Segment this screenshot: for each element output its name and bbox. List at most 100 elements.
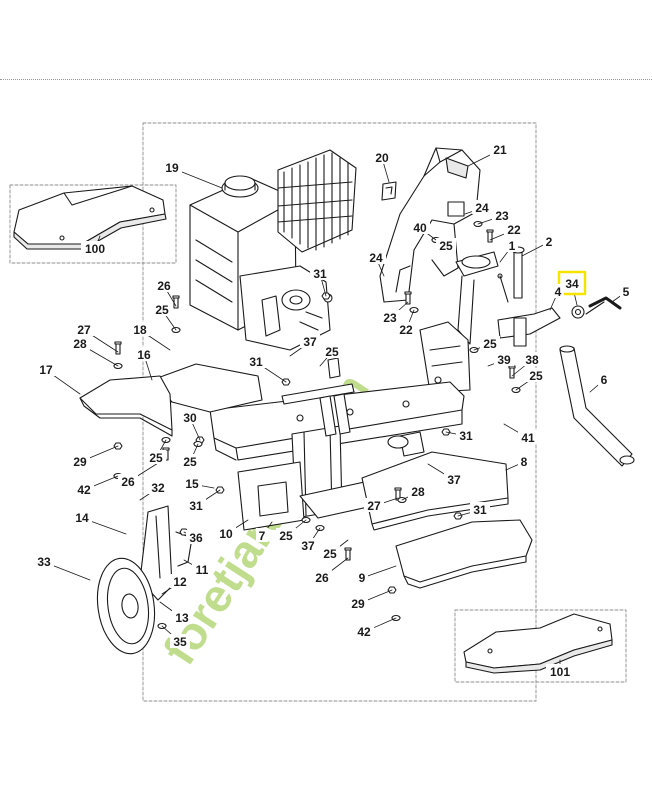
part-number-label-10: 10 — [219, 527, 233, 541]
label-backdrop — [492, 208, 512, 222]
engine-assembly — [189, 149, 357, 351]
part-number-label-31: 31 — [189, 499, 203, 513]
part-number-label-22: 22 — [507, 223, 521, 237]
part-number-label-31: 31 — [473, 503, 487, 517]
part-number-label-39: 39 — [497, 353, 511, 367]
label-backdrop — [312, 570, 332, 584]
part-number-label-25: 25 — [483, 337, 497, 351]
part-number-label-37: 37 — [301, 539, 315, 553]
label-backdrop — [74, 322, 94, 336]
part-number-label-21: 21 — [493, 143, 507, 157]
part-number-label-30: 30 — [183, 411, 197, 425]
label-backdrop — [506, 238, 518, 252]
label-backdrop — [444, 472, 464, 486]
label-backdrop — [170, 574, 190, 588]
label-backdrop — [526, 368, 546, 382]
part-number-label-18: 18 — [133, 323, 147, 337]
part-number-label-4: 4 — [555, 285, 562, 299]
label-backdrop — [216, 526, 236, 540]
part-number-label-25: 25 — [279, 529, 293, 543]
label-backdrop — [276, 528, 296, 542]
part-number-label-24: 24 — [369, 251, 383, 265]
label-backdrop — [146, 450, 166, 464]
part-number-label-20: 20 — [375, 151, 389, 165]
label-backdrop — [256, 528, 268, 542]
part-number-label-40: 40 — [413, 221, 427, 235]
label-backdrop — [81, 241, 109, 255]
label-backdrop — [472, 200, 492, 214]
part-number-label-37: 37 — [303, 335, 317, 349]
label-backdrop — [322, 344, 342, 358]
part-number-label-28: 28 — [411, 485, 425, 499]
part-8-guard — [361, 451, 509, 531]
label-backdrop — [620, 284, 632, 298]
label-backdrop — [380, 310, 400, 324]
label-backdrop — [170, 634, 190, 648]
part-number-label-42: 42 — [357, 625, 371, 639]
label-backdrop — [354, 624, 374, 638]
part-17-guard — [79, 375, 173, 437]
part-number-label-27: 27 — [367, 499, 381, 513]
inset-part-101 — [454, 609, 627, 683]
label-backdrop — [130, 322, 150, 336]
highlight-box — [557, 270, 587, 296]
label-backdrop — [186, 530, 206, 544]
label-backdrop — [154, 278, 174, 292]
part-number-label-35: 35 — [173, 635, 187, 649]
part-number-label-27: 27 — [77, 323, 91, 337]
label-backdrop — [246, 354, 266, 368]
part-6-tube — [559, 345, 635, 467]
label-backdrop — [180, 454, 200, 468]
inset-part-100 — [9, 184, 177, 264]
label-backdrop — [470, 502, 490, 516]
part-number-label-6: 6 — [601, 373, 608, 387]
part-number-label-15: 15 — [185, 477, 199, 491]
depth-adjuster — [497, 296, 622, 347]
part-number-label-25: 25 — [439, 239, 453, 253]
part-number-label-25: 25 — [183, 455, 197, 469]
bolt-glyph — [172, 295, 180, 309]
part-number-label-34: 34 — [565, 277, 579, 291]
label-backdrop — [456, 428, 476, 442]
label-backdrop — [436, 238, 456, 252]
part-number-label-22: 22 — [399, 323, 413, 337]
part-number-label-26: 26 — [315, 571, 329, 585]
label-backdrop — [356, 570, 368, 584]
label-backdrop — [348, 596, 368, 610]
label-backdrop — [310, 266, 330, 280]
part-9-guard — [395, 519, 533, 589]
part-number-label-28: 28 — [73, 337, 87, 351]
part-number-label-29: 29 — [351, 597, 365, 611]
part-number-label-23: 23 — [495, 209, 509, 223]
part-number-label-25: 25 — [529, 369, 543, 383]
part-number-label-17: 17 — [39, 363, 53, 377]
label-backdrop — [72, 510, 92, 524]
part-number-label-23: 23 — [383, 311, 397, 325]
label-backdrop — [152, 302, 172, 316]
part-number-label-11: 11 — [196, 563, 209, 577]
part-number-label-26: 26 — [121, 475, 135, 489]
bolt-glyph — [394, 487, 402, 501]
part-number-label-8: 8 — [521, 455, 528, 469]
tine-shaft-post — [419, 246, 525, 393]
label-backdrop — [543, 234, 555, 248]
part-number-label-25: 25 — [155, 303, 169, 317]
part-number-label-16: 16 — [137, 348, 151, 362]
label-backdrop — [410, 220, 430, 234]
part-number-label-36: 36 — [189, 531, 203, 545]
part-number-label-19: 19 — [165, 161, 179, 175]
part-number-label-12: 12 — [173, 575, 187, 589]
part-number-label-42: 42 — [77, 483, 91, 497]
label-backdrop — [148, 480, 168, 494]
label-backdrop — [134, 347, 154, 361]
label-backdrop — [162, 160, 182, 174]
label-backdrop — [34, 554, 54, 568]
part-number-label-29: 29 — [73, 455, 87, 469]
label-backdrop — [36, 362, 56, 376]
part-number-label-32: 32 — [151, 481, 165, 495]
label-backdrop — [490, 142, 510, 156]
handle-column — [379, 147, 481, 303]
label-backdrop — [522, 352, 542, 366]
label-backdrop — [186, 498, 206, 512]
